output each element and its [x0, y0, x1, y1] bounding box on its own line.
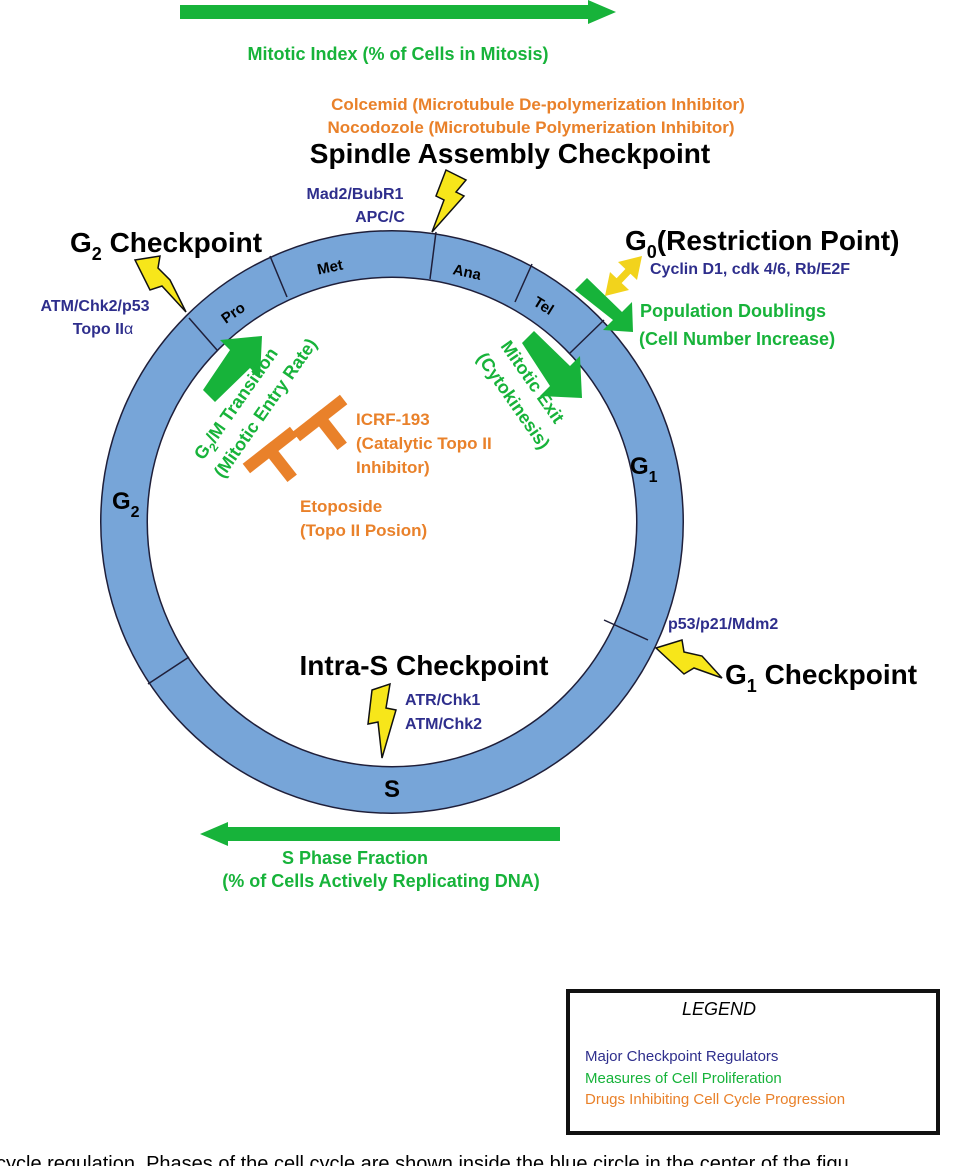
g2-checkpoint-title: G2 Checkpoint [70, 227, 262, 264]
etoposide-inhibitor-symbol [242, 426, 298, 483]
g1-checkpoint-title: G1 Checkpoint [725, 659, 917, 696]
sac-regulator-1: Mad2/BubR1 [307, 186, 404, 203]
phase-g2-label: G2 [112, 488, 140, 521]
caption-fragment: cycle regulation. Phases of the cell cyc… [0, 1153, 849, 1166]
legend-title: LEGEND [682, 999, 756, 1019]
g2-lightning-icon [133, 255, 187, 313]
g2-regulator-1: ATM/Chk2/p53 [40, 298, 149, 315]
sac-regulator-2: APC/C [355, 209, 405, 226]
legend-item-proliferation: Measures of Cell Proliferation [585, 1070, 782, 1087]
population-line-1: Population Doublings [640, 301, 826, 321]
g0-restriction-title: G0(Restriction Point) [625, 225, 899, 262]
g0-regulators: Cyclin D1, cdk 4/6, Rb/E2F [650, 261, 850, 278]
mitotic-exit-arrow [522, 331, 582, 398]
s-phase-line-1: S Phase Fraction [282, 848, 428, 868]
icrf-line-1: ICRF-193 [356, 410, 430, 429]
intra-s-checkpoint-title: Intra-S Checkpoint [300, 650, 549, 681]
s-phase-line-2: (% of Cells Actively Replicating DNA) [222, 871, 539, 891]
icrf-inhibitor-symbol [292, 394, 348, 451]
icrf-line-2: (Catalytic Topo II [356, 434, 492, 453]
phase-ana-label: Ana [451, 261, 483, 284]
mitotic-index-arrow [180, 0, 616, 24]
legend-box [566, 989, 940, 1135]
phase-g1-label: G1 [630, 453, 658, 486]
etoposide-line-2: (Topo II Posion) [300, 521, 427, 540]
phase-s-label: S [384, 776, 400, 803]
population-line-2: (Cell Number Increase) [639, 329, 835, 349]
legend-item-drugs: Drugs Inhibiting Cell Cycle Progression [585, 1091, 845, 1108]
legend-item-regulators: Major Checkpoint Regulators [585, 1048, 778, 1065]
restriction-double-arrow [605, 256, 642, 296]
intra-s-lightning-icon [367, 682, 397, 759]
g1-lightning-icon [654, 639, 723, 679]
colcemid-label: Colcemid (Microtubule De-polymerization … [331, 95, 745, 114]
phase-met-label: Met [316, 257, 345, 279]
sac-lightning-icon [431, 168, 468, 233]
mitotic-index-label: Mitotic Index (% of Cells in Mitosis) [247, 44, 548, 64]
cell-cycle-ring [100, 230, 684, 814]
nocodozole-label: Nocodozole (Microtubule Polymerization I… [327, 118, 734, 137]
intra-s-regulator-2: ATM/Chk2 [405, 716, 482, 733]
intra-s-regulator-1: ATR/Chk1 [405, 692, 480, 709]
population-doublings-arrow [575, 278, 633, 332]
g1-regulator: p53/p21/Mdm2 [668, 616, 778, 633]
icrf-line-3: Inhibitor) [356, 458, 430, 477]
spindle-assembly-checkpoint-title: Spindle Assembly Checkpoint [310, 138, 710, 169]
s-phase-fraction-arrow [200, 822, 560, 846]
g2-regulator-2: Topo IIα [73, 321, 134, 338]
g2m-transition-arrow [203, 336, 262, 402]
etoposide-line-1: Etoposide [300, 497, 382, 516]
